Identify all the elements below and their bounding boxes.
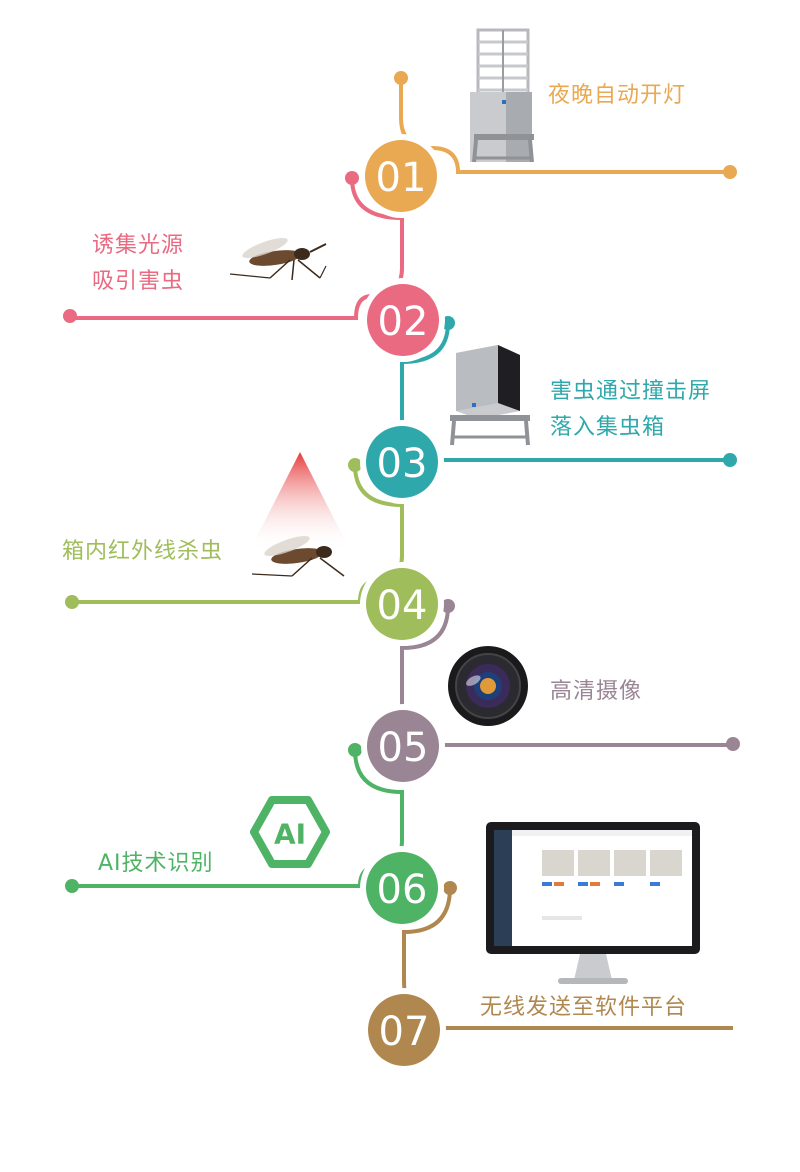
step-01-label: 夜晚自动开灯 <box>548 78 686 114</box>
step-06-label: AI技术识别 <box>98 846 214 882</box>
connector-04-end-dot <box>65 595 79 609</box>
step-04-label: 箱内红外线杀虫 <box>62 534 223 570</box>
trap-device-box-icon <box>450 345 530 446</box>
step-05-label: 高清摄像 <box>550 674 642 710</box>
connector-03-end-dot <box>723 453 737 467</box>
step-04-number: 04 <box>377 583 428 629</box>
step-07-label: 无线发送至软件平台 <box>480 990 687 1026</box>
step-07-number: 07 <box>379 1009 430 1055</box>
step-07-text: 无线发送至软件平台 <box>480 995 688 1020</box>
step-01-badge: 01 <box>359 134 443 218</box>
step-02-text-line-2: 吸引害虫 <box>92 269 185 294</box>
step-07-badge: 07 <box>362 988 446 1072</box>
infrared-mosquito-icon <box>250 452 350 577</box>
mosquito-icon <box>229 238 327 281</box>
ai-badge-text: AI <box>274 818 306 851</box>
connector-02-start-dot <box>345 171 359 185</box>
step-03-number: 03 <box>377 441 428 487</box>
step-02-badge: 02 <box>361 278 445 362</box>
connector-05-end-dot <box>726 737 740 751</box>
step-05-number: 05 <box>378 725 429 771</box>
connector-05-start-dot <box>441 599 455 613</box>
step-02-number: 02 <box>378 299 429 345</box>
connector-04-start-dot <box>348 458 362 472</box>
step-05-text: 高清摄像 <box>550 679 643 704</box>
connector-07-start-dot <box>443 881 457 895</box>
monitor-icon <box>486 822 700 984</box>
connector-01-start-dot <box>394 71 408 85</box>
step-02-text-line-1: 诱集光源 <box>92 233 185 258</box>
connector-06-end-dot <box>65 879 79 893</box>
step-06-number: 06 <box>377 867 428 913</box>
step-06-badge: 06 <box>360 846 444 930</box>
ai-badge-icon: AI <box>250 796 330 868</box>
step-04-badge: 04 <box>360 562 444 646</box>
step-03-label: 害虫通过撞击屏 落入集虫箱 <box>550 374 711 446</box>
step-01-text: 夜晚自动开灯 <box>548 83 687 108</box>
step-04-text: 箱内红外线杀虫 <box>62 539 224 564</box>
step-03-text-line-1: 害虫通过撞击屏 <box>550 379 712 404</box>
step-06-text: AI技术识别 <box>98 851 214 876</box>
connector-06-start-dot <box>348 743 362 757</box>
step-05-badge: 05 <box>361 704 445 788</box>
connector-02-end-dot <box>63 309 77 323</box>
step-02-label: 诱集光源 吸引害虫 <box>92 228 184 300</box>
trap-device-open-icon <box>470 28 534 163</box>
camera-lens-icon <box>448 646 528 726</box>
step-01-number: 01 <box>376 155 427 201</box>
connector-01-end-dot <box>723 165 737 179</box>
step-03-text-line-2: 落入集虫箱 <box>550 415 666 440</box>
step-03-badge: 03 <box>360 420 444 504</box>
